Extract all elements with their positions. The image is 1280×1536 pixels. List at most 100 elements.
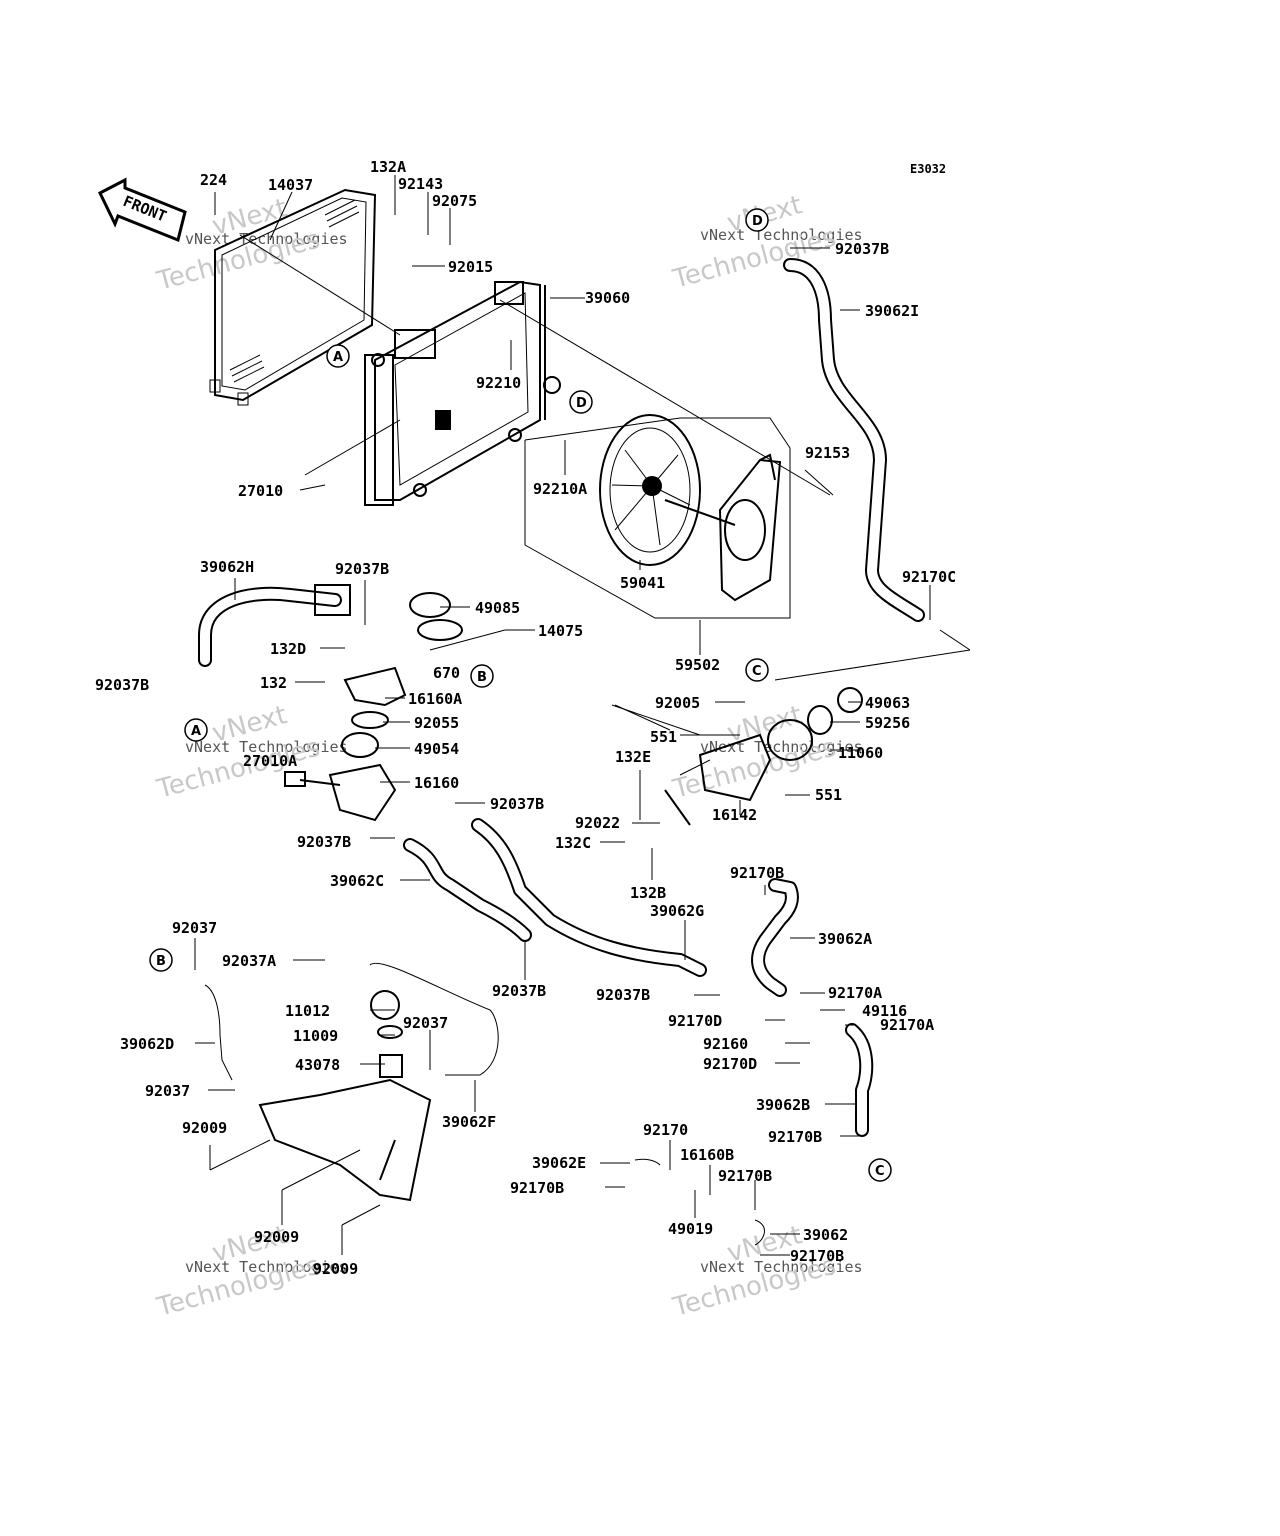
part-label: 92210 [476, 374, 521, 392]
part-label: 39062B [756, 1096, 810, 1114]
part-label: 92153 [805, 444, 850, 462]
connector-a-top: A [326, 344, 350, 368]
part-label: 39062C [330, 872, 384, 890]
part-label: 14075 [538, 622, 583, 640]
part-label: 49019 [668, 1220, 713, 1238]
diagram-code: E3032 [910, 162, 946, 176]
part-label: 59502 [675, 656, 720, 674]
connector-d-right: D [569, 390, 593, 414]
part-label: 92037B [335, 560, 389, 578]
reservoir-tank [258, 990, 432, 1202]
part-label: 92037B [95, 676, 149, 694]
part-label: 39062 [803, 1226, 848, 1244]
part-label: 92037B [835, 240, 889, 258]
part-label: 92210A [533, 480, 587, 498]
part-label: 92037B [297, 833, 351, 851]
svg-text:vNext Technologies: vNext Technologies [185, 738, 348, 756]
part-label: 92075 [432, 192, 477, 210]
svg-text:C: C [752, 664, 762, 679]
part-label: 39062A [818, 930, 872, 948]
part-label: 92015 [448, 258, 493, 276]
part-label: 16160 [414, 774, 459, 792]
svg-text:vNext Technologies: vNext Technologies [185, 230, 348, 248]
svg-text:D: D [576, 396, 587, 411]
part-label: 92170A [828, 984, 882, 1002]
part-label: 39062F [442, 1113, 496, 1131]
part-label: 92037B [596, 986, 650, 1004]
part-label: 132C [555, 834, 591, 852]
part-label: 27010 [238, 482, 283, 500]
part-label: 92170B [768, 1128, 822, 1146]
fan-assembly [524, 414, 791, 619]
water-pump [664, 687, 863, 826]
part-label: 92170D [703, 1055, 757, 1073]
part-label: 92037B [492, 982, 546, 1000]
radiator-screen [209, 188, 377, 406]
part-label: 92170B [510, 1179, 564, 1197]
part-label: 551 [815, 786, 842, 804]
part-label: 92170 [643, 1121, 688, 1139]
part-label: 11012 [285, 1002, 330, 1020]
part-label: 39060 [585, 289, 630, 307]
svg-text:vNext Technologies: vNext Technologies [700, 226, 863, 244]
part-label: 49085 [475, 599, 520, 617]
part-label: 43078 [295, 1056, 340, 1074]
svg-text:A: A [333, 350, 343, 365]
connector-c-top: C [745, 658, 769, 682]
part-label: 670 [433, 664, 460, 682]
part-label: 49054 [414, 740, 459, 758]
part-label: 39062E [532, 1154, 586, 1172]
part-label: 92005 [655, 694, 700, 712]
part-labels: 224 14037 132A 92143 92075 92015 39060 9… [95, 158, 956, 1278]
part-label: 92037A [222, 952, 276, 970]
part-label: 92170B [730, 864, 784, 882]
part-label: 92055 [414, 714, 459, 732]
part-label: 49116 [862, 1002, 907, 1020]
thermostat-housing [284, 592, 463, 822]
part-label: 92009 [254, 1228, 299, 1246]
svg-text:D: D [752, 214, 763, 229]
svg-text:B: B [156, 954, 166, 969]
part-label: 92160 [703, 1035, 748, 1053]
svg-text:vNext Technologies: vNext Technologies [185, 1258, 348, 1276]
part-label: 132D [270, 640, 306, 658]
connector-d-top: D [745, 208, 769, 232]
part-label: 132E [615, 748, 651, 766]
part-label: 132B [630, 884, 666, 902]
part-label: 14037 [268, 176, 313, 194]
svg-text:A: A [191, 724, 201, 739]
part-label: 49063 [865, 694, 910, 712]
part-label: 16160A [408, 690, 462, 708]
part-label: 16160B [680, 1146, 734, 1164]
part-label: 92170B [790, 1247, 844, 1265]
leader-lines [194, 175, 971, 1256]
part-label: 59256 [865, 714, 910, 732]
radiator [364, 280, 561, 506]
part-label: 92009 [182, 1119, 227, 1137]
part-label: 92037 [403, 1014, 448, 1032]
part-label: 92170A [880, 1016, 934, 1034]
part-label: 92022 [575, 814, 620, 832]
part-label: 39062H [200, 558, 254, 576]
connector-c-bottom: C [868, 1158, 892, 1182]
part-label: 39062D [120, 1035, 174, 1053]
connector-b-top: B [470, 664, 494, 688]
part-label: 27010A [243, 752, 297, 770]
part-label: 92037 [172, 919, 217, 937]
part-label: 92009 [313, 1260, 358, 1278]
part-label: 11060 [838, 744, 883, 762]
part-label: 59041 [620, 574, 665, 592]
part-label: 92170C [902, 568, 956, 586]
part-label: 92143 [398, 175, 443, 193]
svg-text:B: B [477, 670, 487, 685]
part-label: 92037B [490, 795, 544, 813]
part-label: 92037 [145, 1082, 190, 1100]
part-label: 39062G [650, 902, 704, 920]
part-label: 11009 [293, 1027, 338, 1045]
svg-text:C: C [875, 1164, 885, 1179]
svg-text:vNext Technologies: vNext Technologies [700, 1258, 863, 1276]
part-label: 132A [370, 158, 406, 176]
part-label: 224 [200, 171, 227, 189]
part-label: 39062I [865, 302, 919, 320]
